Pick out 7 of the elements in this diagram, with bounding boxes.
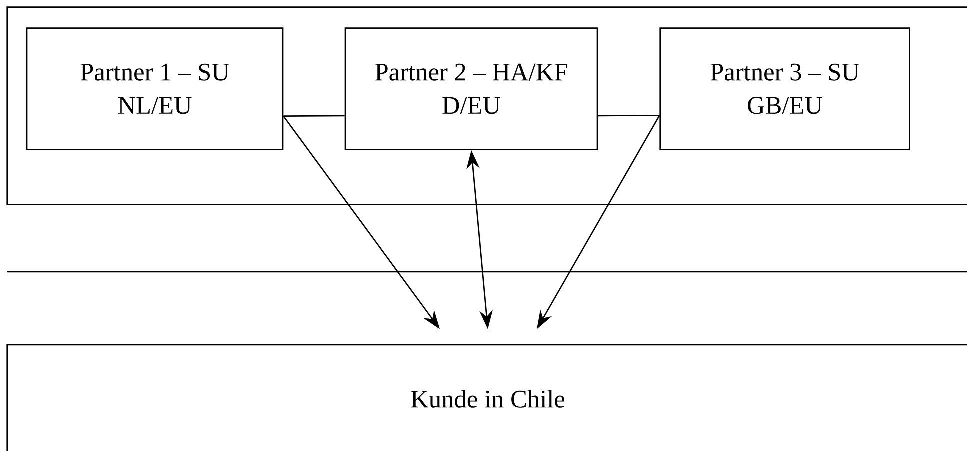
process-box: Partner 1 – SU NL/EU (26, 28, 284, 150)
process-box: Kunde in Chile (6, 344, 967, 451)
connector-line (284, 115, 345, 118)
band-frame (6, 6, 967, 206)
process-box: Partner 3 – SU GB/EU (660, 28, 910, 150)
connector-line (598, 114, 660, 117)
process-box: Partner 2 – HA/KF D/EU (344, 28, 598, 150)
